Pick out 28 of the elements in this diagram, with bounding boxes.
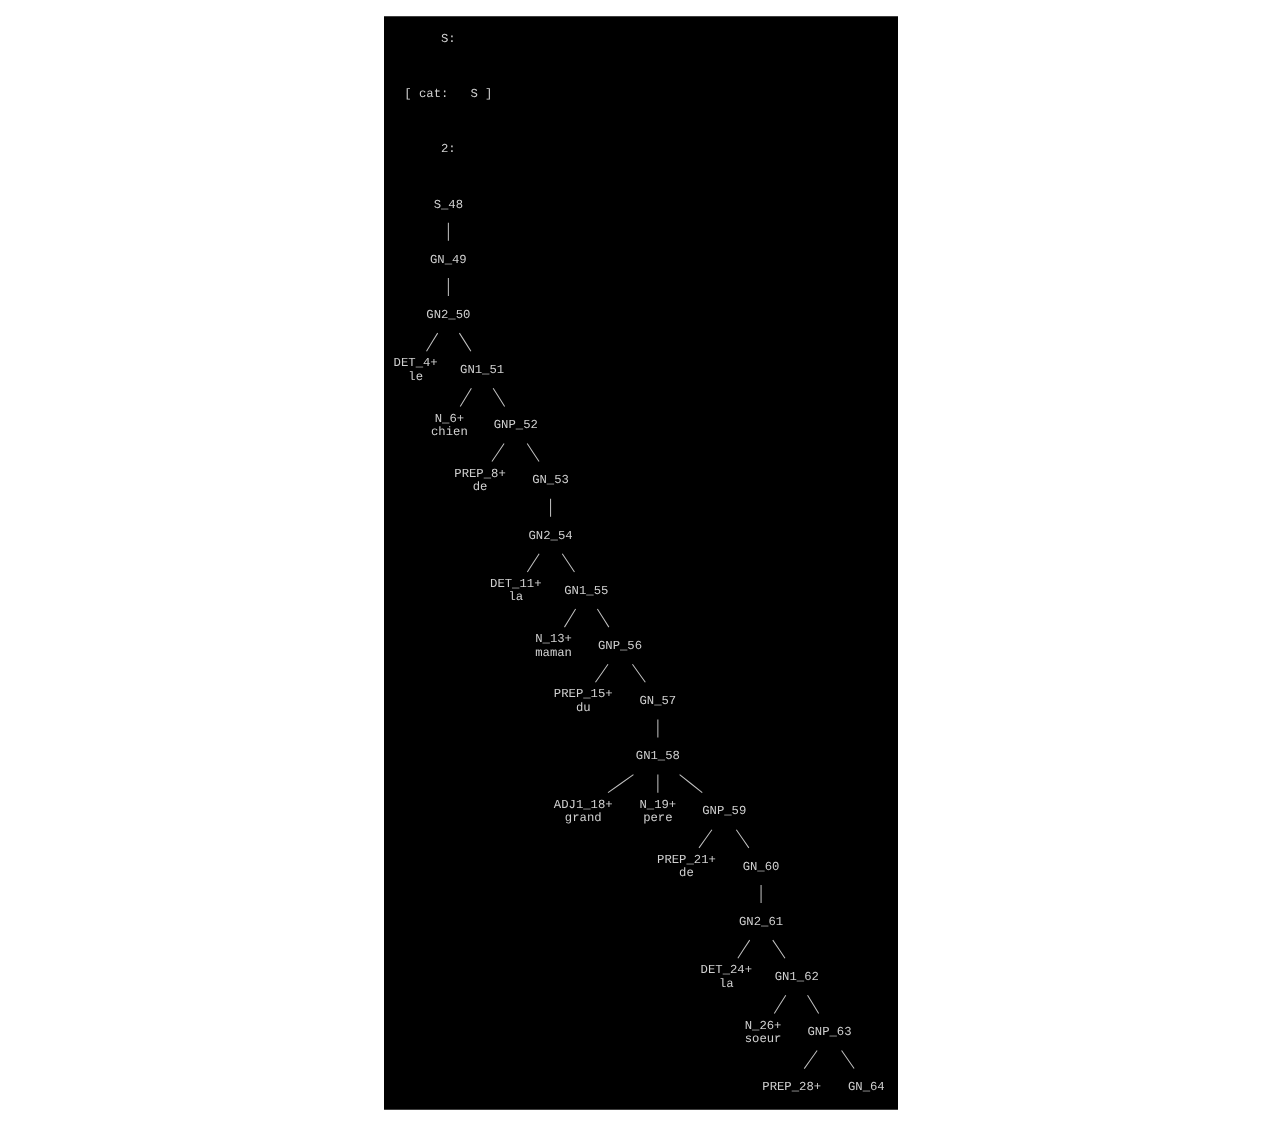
connector <box>550 498 552 518</box>
connector <box>607 774 634 794</box>
connector <box>737 939 751 959</box>
connector <box>773 994 787 1014</box>
connector <box>447 222 449 242</box>
connector <box>561 553 575 573</box>
connector <box>657 774 659 794</box>
connector <box>458 332 472 352</box>
connector <box>841 1049 855 1070</box>
connector <box>698 829 713 849</box>
connector <box>760 884 762 904</box>
connector <box>594 663 609 683</box>
connector <box>772 939 786 959</box>
connector <box>803 1049 818 1070</box>
connector <box>526 442 540 463</box>
connector <box>657 718 659 738</box>
connector <box>526 553 540 573</box>
connector <box>735 829 750 849</box>
connector <box>492 387 506 407</box>
connector <box>426 332 439 352</box>
connector <box>631 663 646 683</box>
connector <box>447 277 449 297</box>
connector <box>596 608 610 628</box>
connector <box>807 994 820 1014</box>
connector <box>459 387 472 407</box>
connector <box>563 608 577 628</box>
connector <box>491 442 505 463</box>
connector <box>679 774 703 794</box>
